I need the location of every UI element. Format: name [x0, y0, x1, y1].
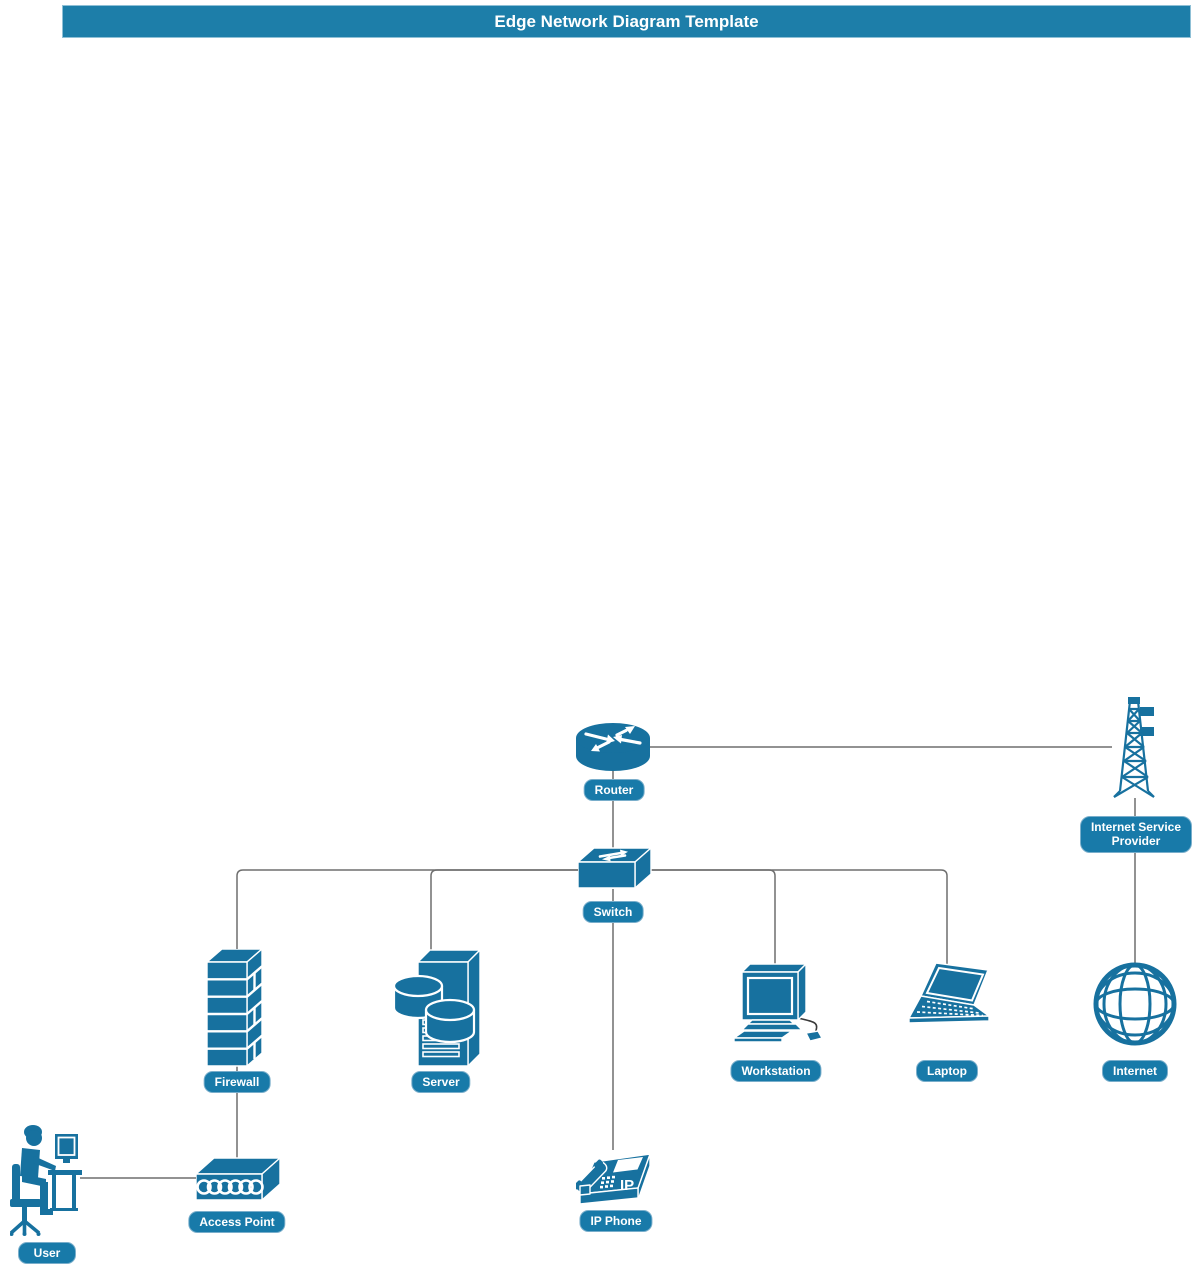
node-switch[interactable] — [577, 847, 652, 896]
isp-tower-icon — [1113, 697, 1155, 798]
access-point-label: Access Point — [188, 1211, 286, 1234]
firewall-label: Firewall — [203, 1071, 271, 1094]
switch-icon — [577, 847, 652, 889]
node-router[interactable] — [575, 722, 651, 777]
node-server[interactable] — [392, 948, 484, 1075]
node-laptop[interactable] — [908, 962, 992, 1042]
user-icon — [9, 1125, 82, 1236]
workstation-label: Workstation — [730, 1060, 822, 1083]
server-icon — [392, 949, 481, 1067]
node-internet[interactable] — [1091, 960, 1179, 1053]
internet-globe-icon — [1093, 962, 1177, 1046]
ip-phone-icon-text: IP — [620, 1177, 634, 1194]
connector-switch-workstation — [650, 869, 776, 968]
access-point-icon — [195, 1157, 281, 1201]
page-title: Edge Network Diagram Template — [62, 5, 1191, 38]
ip-phone-icon: IP — [573, 1153, 651, 1205]
node-ip-phone[interactable]: IP — [573, 1148, 656, 1215]
node-firewall[interactable] — [206, 948, 263, 1072]
router-label: Router — [583, 779, 645, 802]
connector-switch-firewall — [236, 869, 580, 950]
switch-label: Switch — [582, 901, 644, 924]
connector-switch-laptop — [650, 869, 948, 972]
connector-switch-server — [430, 869, 580, 950]
firewall-icon — [206, 948, 263, 1067]
ip-phone-label: IP Phone — [579, 1210, 653, 1233]
laptop-label: Laptop — [916, 1060, 978, 1083]
isp-label: Internet Service Provider — [1080, 816, 1192, 853]
node-access-point[interactable] — [195, 1154, 281, 1211]
router-icon — [576, 723, 650, 771]
node-isp[interactable] — [1106, 695, 1166, 806]
laptop-icon — [908, 962, 990, 1024]
internet-label: Internet — [1101, 1060, 1169, 1083]
user-label: User — [18, 1242, 76, 1265]
node-workstation[interactable] — [732, 962, 828, 1053]
node-user[interactable] — [9, 1122, 96, 1241]
workstation-icon — [733, 963, 823, 1043]
server-label: Server — [411, 1071, 471, 1094]
